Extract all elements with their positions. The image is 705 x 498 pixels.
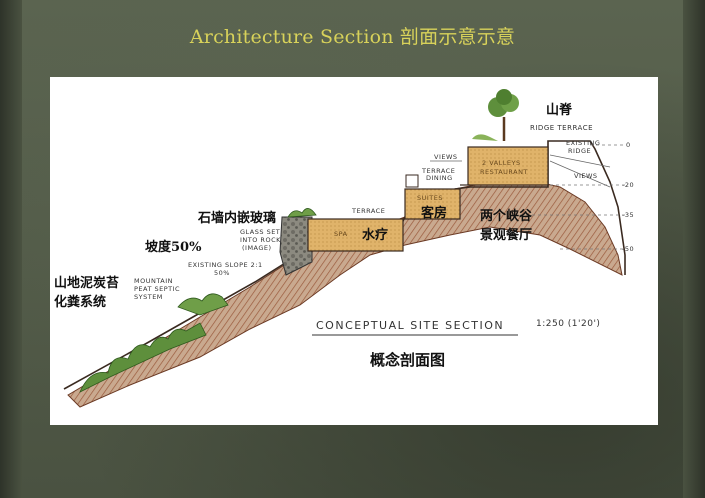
caption-en: CONCEPTUAL SITE SECTION [316,319,505,332]
restaurant-label-2: RESTAURANT [480,168,528,176]
existing-slope-label: EXISTING SLOPE 2:1 [188,261,263,269]
caption-scale: 1:250 (1'20') [536,319,601,329]
slide-title: Architecture Section 剖面示意示意 [189,26,516,48]
existing-ridge-label-1: EXISTING [566,139,601,147]
septic-label-2: 化粪系统 [54,295,107,310]
section-svg [63,89,626,408]
septic-label-1: 山地泥炭苔 [54,276,120,291]
existing-ridge-label-2: RIDGE [568,147,592,155]
mountain-label-1: MOUNTAIN [134,277,174,285]
elevation-50: -50 [622,245,635,253]
views-label-left: VIEWS [434,153,458,161]
canyon-label-1: 两个峡谷 [480,209,533,224]
slide-edge-right [683,0,705,498]
glass-label-1: GLASS SET [240,228,281,236]
spa-en-label: SPA [334,230,348,238]
mountain-label-3: SYSTEM [134,293,163,301]
suites-label: SUITES [417,194,444,202]
elevation-35: -35 [622,211,635,219]
slope-label: 坡度50% [145,240,202,255]
mountain-label-2: PEAT SEPTIC [134,285,181,293]
views-label-right: VIEWS [574,172,598,180]
terrace-dining-label-2: DINING [426,174,453,182]
ridge-label: 山脊 [546,103,573,118]
caption-cn: 概念剖面图 [370,351,446,369]
slope-vegetation [79,322,207,393]
spa-label: 水疗 [362,228,389,243]
restaurant-label-1: 2 VALLEYS [482,159,521,167]
view-lines [430,154,611,188]
elevation-0: 0 [626,141,631,149]
guest-room-block [404,188,461,220]
terrace-label: TERRACE [352,207,386,215]
elevation-lines [520,144,626,250]
spa-block [307,218,404,252]
stone-wall [279,216,313,276]
tree-icon [488,89,519,141]
guest-rooms-label: 客房 [421,206,448,221]
canyon-label-2: 景观餐厅 [480,228,533,243]
slide-edge-left [0,0,22,498]
restaurant-block [467,146,549,186]
glass-wall-label: 石墙内嵌玻璃 [198,211,277,226]
glass-label-2: INTO ROCK [240,236,281,244]
elevation-20: -20 [622,181,635,189]
ridge-terrace-label: RIDGE TERRACE [530,124,594,132]
terrace-dining-label-1: TERRACE [422,167,456,175]
glass-label-3: (IMAGE) [242,244,272,252]
section-drawing: RIDGE TERRACE EXISTING RIDGE VIEWS VIEWS… [50,77,658,425]
slope-pct-label: 50% [214,269,230,277]
